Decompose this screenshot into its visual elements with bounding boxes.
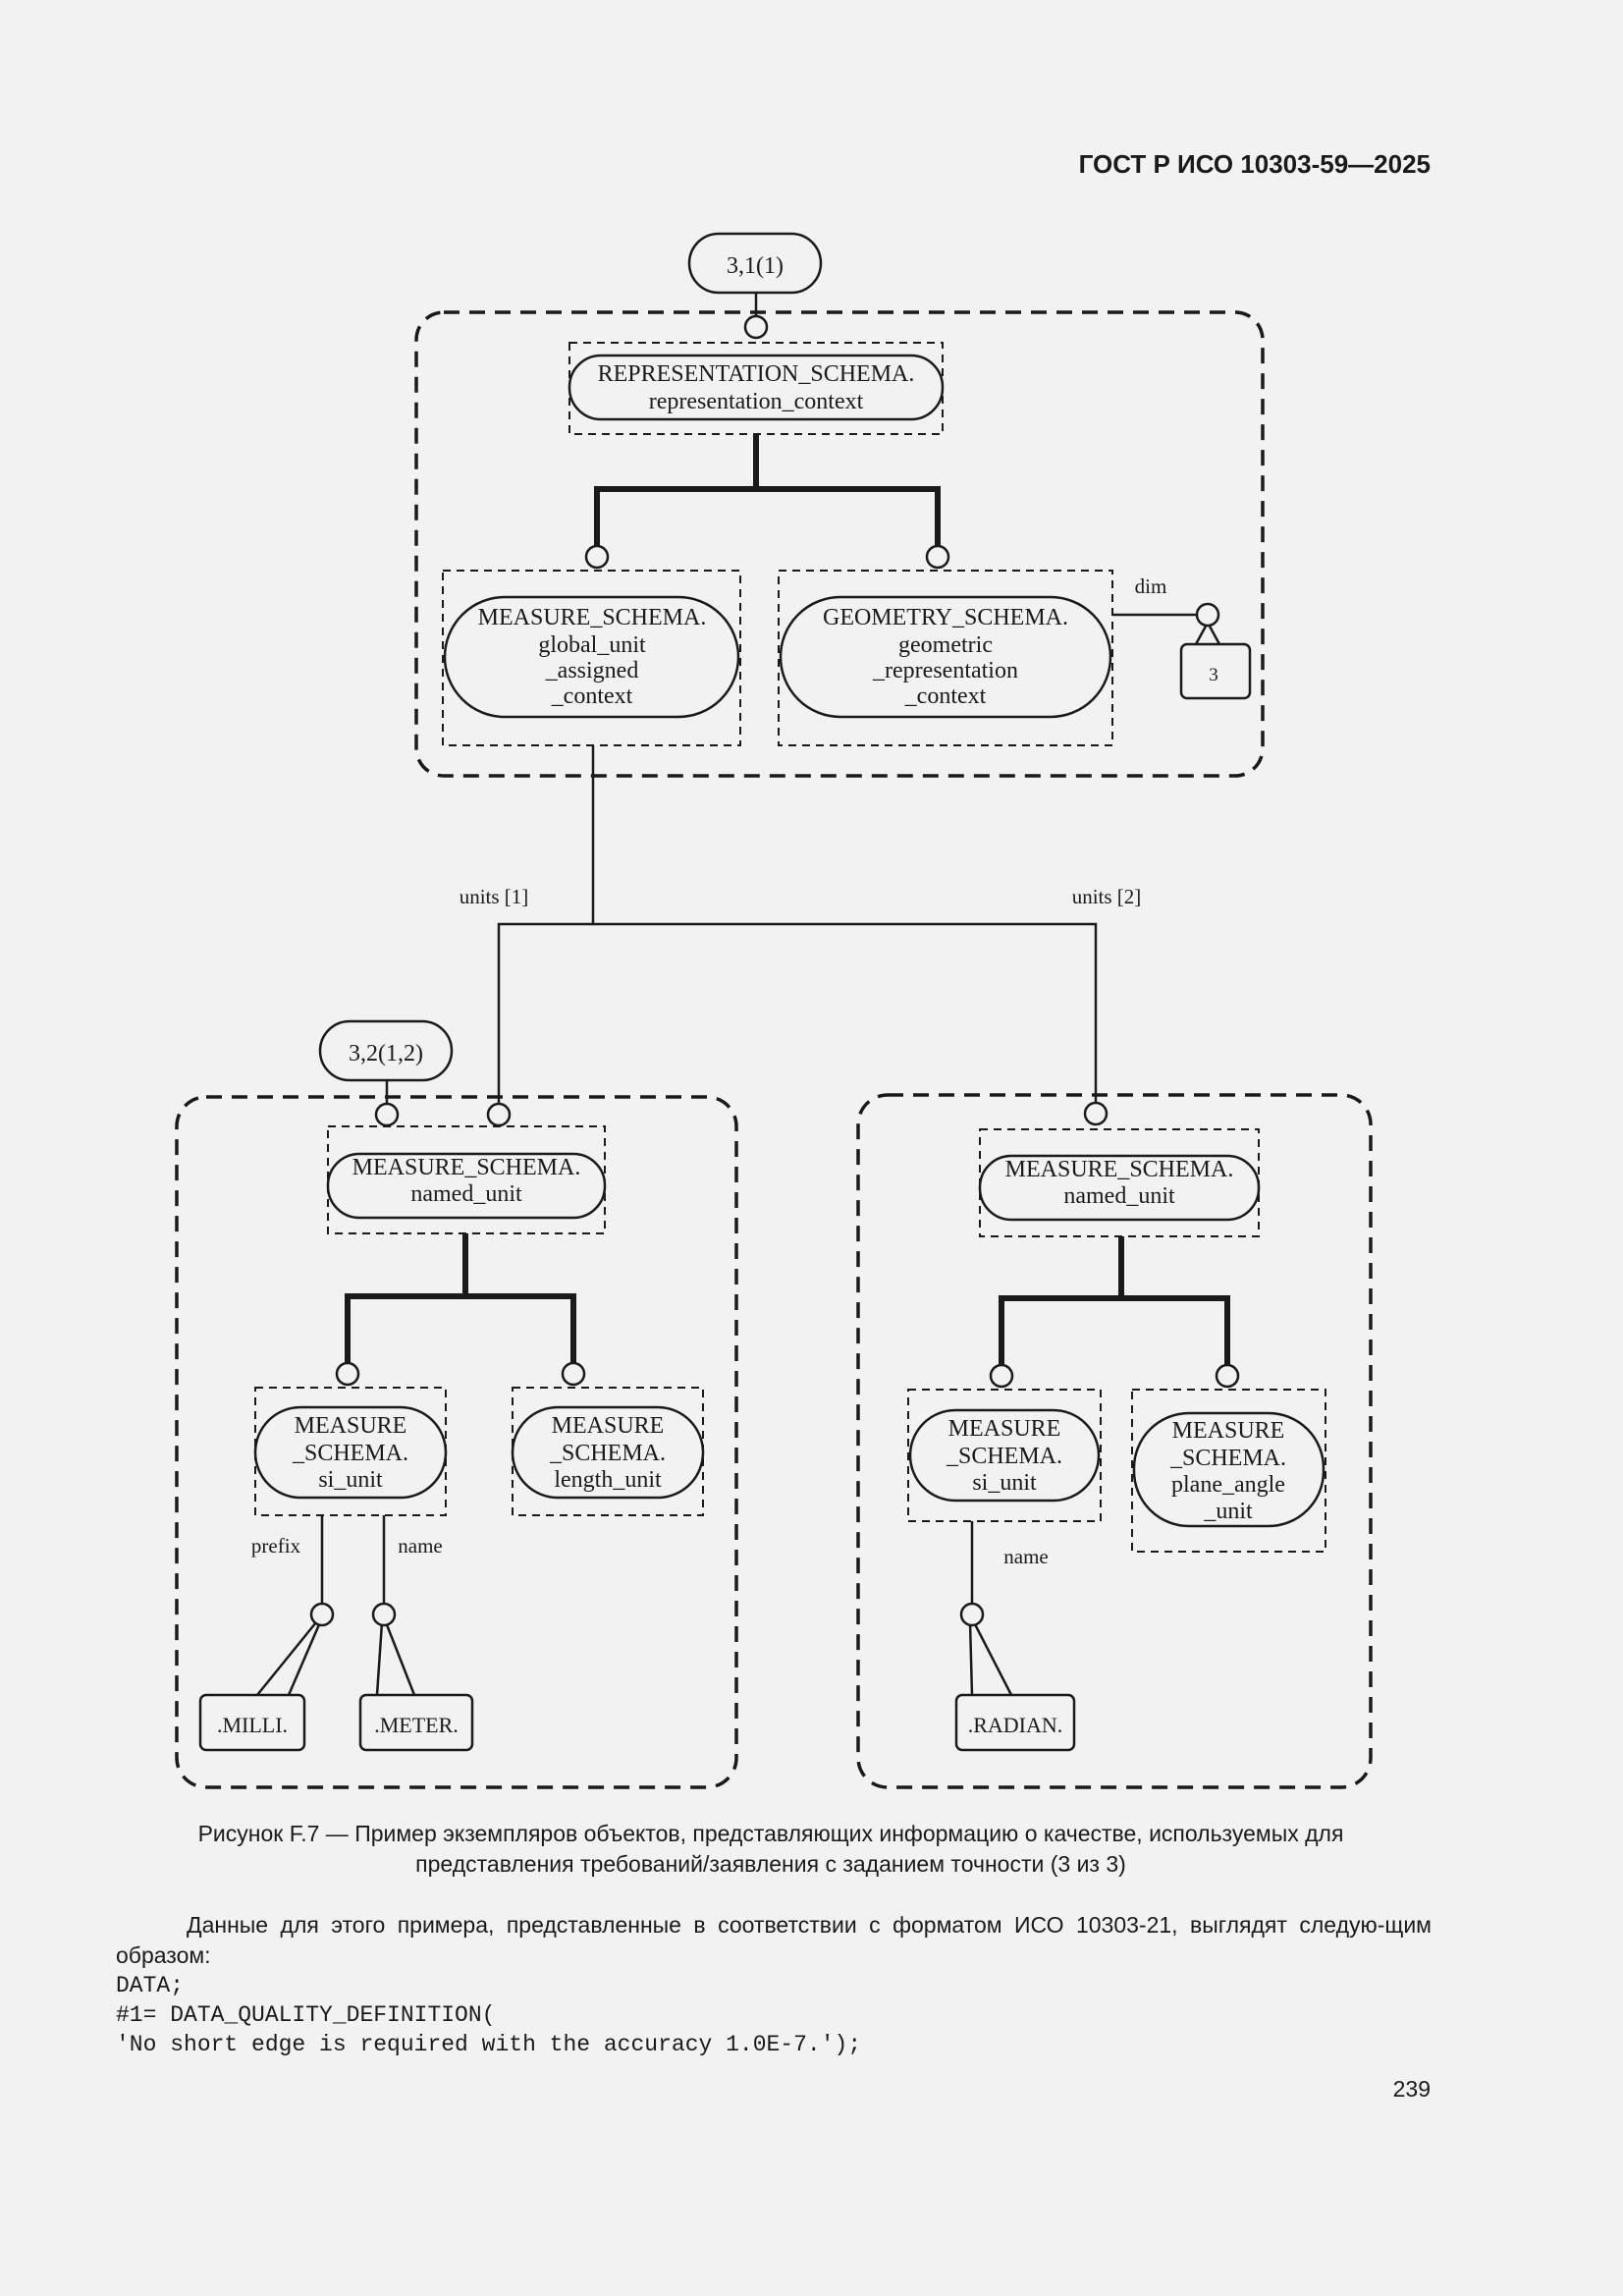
body-paragraph: Данные для этого примера, представленные… bbox=[116, 1912, 1432, 1968]
relationship-links bbox=[256, 293, 1221, 1696]
code-line-3: 'No short edge is required with the accu… bbox=[116, 2032, 862, 2057]
page-number: 239 bbox=[1392, 2076, 1431, 2102]
top-group-boundary bbox=[414, 310, 1265, 778]
length-unit-line1: MEASURE bbox=[552, 1413, 665, 1439]
dim-value-box bbox=[1179, 642, 1252, 700]
figure-caption: Рисунок F.7 — Пример экземпляров объекто… bbox=[137, 1819, 1404, 1880]
right-si-unit-line2: _SCHEMA. bbox=[946, 1444, 1062, 1469]
plane-angle-frame bbox=[1131, 1389, 1326, 1553]
length-unit-line2: _SCHEMA. bbox=[549, 1441, 666, 1466]
right-si-unit-line1: MEASURE bbox=[948, 1416, 1061, 1442]
left-si-unit-line3: si_unit bbox=[318, 1467, 383, 1493]
right-name-label: name bbox=[1003, 1545, 1048, 1568]
plane-angle-line3: plane_angle bbox=[1171, 1472, 1285, 1498]
caption-line1: Рисунок F.7 — Пример экземпляров объекто… bbox=[197, 1821, 1344, 1846]
geometric-context-line4: _context bbox=[904, 683, 987, 709]
plane-angle-line2: _SCHEMA. bbox=[1169, 1446, 1286, 1471]
code-line-1: DATA; bbox=[116, 1973, 185, 1998]
meter-box bbox=[358, 1693, 474, 1752]
plane-angle-entity bbox=[1132, 1411, 1325, 1528]
left-si-unit-line1: MEASURE bbox=[295, 1413, 407, 1439]
global-unit-line2: global_unit bbox=[538, 632, 646, 658]
milli-value: .MILLI. bbox=[217, 1713, 288, 1737]
radian-value: .RADIAN. bbox=[968, 1713, 1063, 1737]
geometric-context-line2: geometric bbox=[898, 632, 993, 658]
global-unit-entity bbox=[443, 595, 740, 719]
instance-diagram: 3,1(1) 3,2(1,2) REPRESENTATION_SCHEMA. r… bbox=[175, 232, 1373, 1789]
left-si-unit-entity bbox=[253, 1405, 448, 1500]
right-named-unit-entity bbox=[978, 1154, 1261, 1222]
left-named-unit-line2: named_unit bbox=[410, 1181, 522, 1207]
left-name-label: name bbox=[398, 1534, 442, 1558]
geometric-context-line3: _representation bbox=[872, 658, 1018, 683]
right-si-unit-line3: si_unit bbox=[972, 1470, 1037, 1496]
global-unit-frame bbox=[442, 570, 741, 746]
right-group-boundary bbox=[856, 1093, 1373, 1789]
dim-label: dim bbox=[1135, 574, 1167, 598]
connector-circles bbox=[309, 314, 1240, 1627]
geometric-context-entity bbox=[779, 595, 1112, 719]
units1-label: units [1] bbox=[460, 885, 529, 908]
global-unit-line4: _context bbox=[551, 683, 633, 709]
units2-label: units [2] bbox=[1072, 885, 1142, 908]
geometric-context-line1: GEOMETRY_SCHEMA. bbox=[823, 605, 1068, 630]
prefix-label: prefix bbox=[251, 1534, 301, 1558]
rep-context-line1: REPRESENTATION_SCHEMA. bbox=[598, 361, 915, 387]
rep-context-entity bbox=[568, 354, 945, 421]
right-named-unit-line1: MEASURE_SCHEMA. bbox=[1005, 1157, 1234, 1182]
right-si-unit-entity bbox=[908, 1408, 1101, 1503]
meter-value: .METER. bbox=[374, 1713, 459, 1737]
length-unit-entity bbox=[511, 1405, 705, 1500]
caption-line2: представления требований/заявления с зад… bbox=[415, 1851, 1126, 1877]
rep-context-line2: representation_context bbox=[649, 389, 864, 414]
length-unit-line3: length_unit bbox=[554, 1467, 662, 1493]
dim-value: 3 bbox=[1209, 665, 1218, 685]
page-ref-left: 3,2(1,2) bbox=[349, 1041, 423, 1066]
left-si-unit-line2: _SCHEMA. bbox=[292, 1441, 408, 1466]
standard-header: ГОСТ Р ИСО 10303-59—2025 bbox=[1078, 149, 1431, 179]
right-named-unit-line2: named_unit bbox=[1063, 1183, 1175, 1209]
page-ref-top: 3,1(1) bbox=[727, 253, 784, 279]
plane-angle-line1: MEASURE bbox=[1172, 1418, 1285, 1444]
left-named-unit-entity bbox=[326, 1152, 607, 1220]
code-line-2: #1= DATA_QUALITY_DEFINITION( bbox=[116, 2002, 496, 2028]
supertype-links bbox=[345, 434, 1230, 1365]
global-unit-line3: _assigned bbox=[545, 658, 639, 683]
milli-box bbox=[198, 1693, 306, 1752]
left-named-unit-line1: MEASURE_SCHEMA. bbox=[352, 1155, 581, 1180]
global-unit-line1: MEASURE_SCHEMA. bbox=[478, 605, 707, 630]
plane-angle-line4: _unit bbox=[1203, 1499, 1253, 1524]
geometric-context-frame bbox=[778, 570, 1113, 746]
right-si-unit-frame bbox=[907, 1389, 1102, 1522]
radian-box bbox=[954, 1693, 1076, 1752]
